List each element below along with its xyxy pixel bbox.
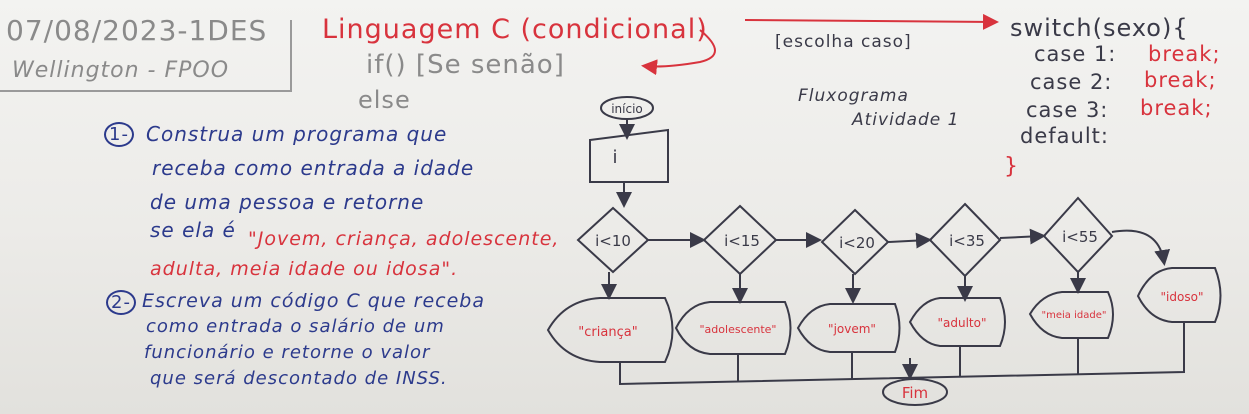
switch-break-1: break;: [1148, 42, 1221, 66]
end-node: [882, 378, 948, 406]
output-label-1: "criança": [578, 325, 637, 340]
switch-default: default:: [1020, 124, 1109, 148]
condition-diamond-1: [576, 206, 650, 274]
exercise1-highlight-2: adulta, meia idade ou idosa".: [150, 258, 459, 280]
exercise2-line-4: que será descontado de INSS.: [150, 368, 448, 389]
input-label: i: [612, 147, 617, 168]
page-title: Linguagem C (condicional): [322, 14, 708, 45]
escolha-caso-label: [escolha caso]: [775, 32, 912, 52]
start-label: início: [611, 102, 643, 116]
output-shape-1: [546, 297, 674, 363]
condition-label-3: i<20: [839, 234, 875, 252]
header-corner-line: [290, 20, 292, 90]
output-label-5: "meia idade": [1042, 310, 1107, 321]
header-underline: [0, 90, 292, 92]
switch-case-3: case 3:: [1026, 98, 1109, 122]
output-shape-4: [908, 297, 1006, 347]
output-label-3: "jovem": [828, 322, 876, 336]
fluxograma-title: Fluxograma: [798, 86, 909, 106]
teacher-label: Wellington - FPOO: [12, 58, 230, 83]
switch-case-2: case 2:: [1030, 70, 1113, 94]
exercise1-line-1: Construa um programa que: [146, 122, 448, 146]
switch-case-1: case 1:: [1034, 42, 1117, 66]
arrow-cond4-cond5: [999, 228, 1046, 245]
switch-close-brace: }: [1004, 154, 1019, 179]
output-shape-2: [674, 301, 792, 355]
output-shape-6: [1136, 267, 1222, 323]
if-line: if() [Se senão]: [366, 50, 565, 80]
condition-label-2: i<15: [724, 232, 760, 250]
output-shape-5: [1028, 291, 1114, 339]
else-line: else: [358, 86, 411, 114]
output-shape-3: [796, 303, 901, 353]
exercise2-line-1: Escreva um código C que receba: [142, 290, 485, 312]
exercise1-line-3: de uma pessoa e retorne: [150, 190, 425, 214]
condition-label-4: i<35: [949, 232, 985, 250]
input-node: [589, 128, 669, 183]
output-label-6: "idoso": [1161, 290, 1204, 304]
atividade-label: Atividade 1: [852, 110, 960, 130]
title-return-arrow: [641, 29, 716, 76]
title-to-switch-arrow: [744, 13, 999, 30]
output-label-2: "adolescente": [700, 323, 777, 336]
output-label-4: "adulto": [938, 316, 987, 330]
condition-label-1: i<10: [595, 232, 631, 250]
exercise2-line-2: como entrada o salário de um: [146, 316, 445, 337]
exercise1-number: 1-: [104, 122, 134, 147]
date-class-label: 07/08/2023-1DES: [6, 14, 268, 47]
condition-diamond-3: [820, 208, 890, 276]
exercise2-line-3: funcionário e retorne o valor: [144, 342, 431, 363]
switch-break-3: break;: [1140, 96, 1213, 120]
arrow-cond3-cond4: [887, 232, 932, 249]
arrow-cond5-idoso: [1111, 229, 1171, 266]
switch-header: switch(sexo){: [1010, 14, 1189, 42]
end-label: Fim: [902, 384, 928, 402]
exercise1-line-4: se ela é: [150, 218, 236, 242]
exercise2-number: 2-: [106, 290, 136, 315]
switch-break-2: break;: [1144, 68, 1217, 92]
exercise1-line-2: receba como entrada a idade: [152, 156, 475, 180]
condition-label-5: i<55: [1062, 228, 1098, 246]
exercise1-highlight-1: "Jovem, criança, adolescente,: [248, 228, 560, 250]
